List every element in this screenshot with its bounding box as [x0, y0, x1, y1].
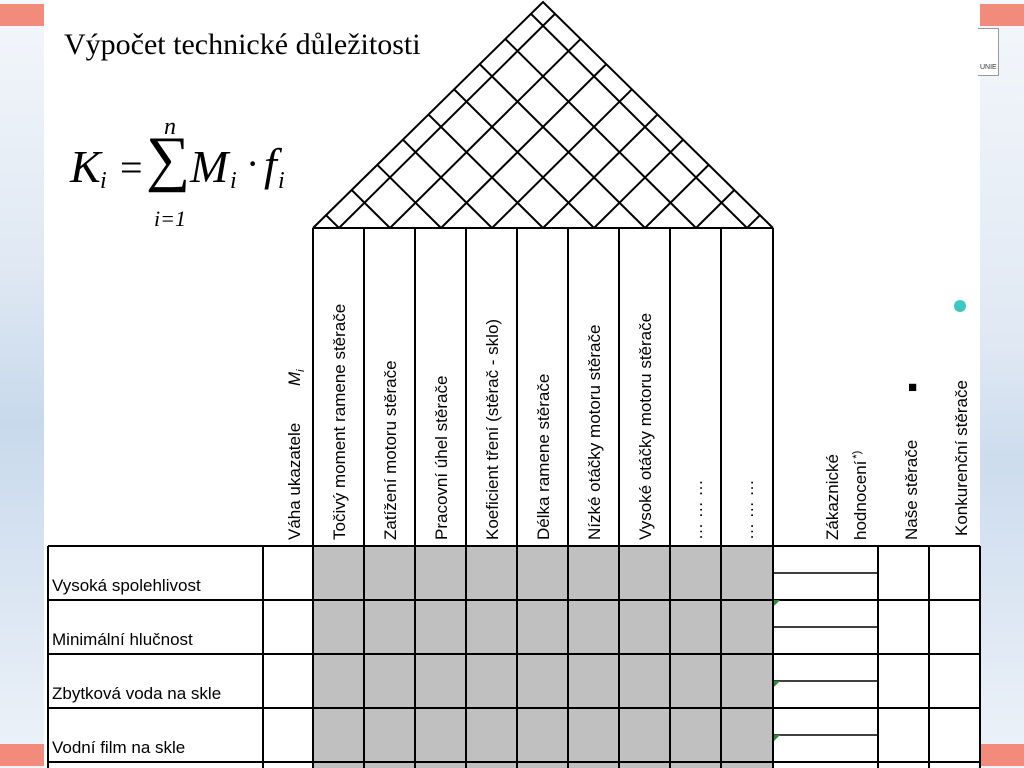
tech-column-label: Vysoké otáčky motoru stěrače — [636, 313, 655, 540]
formula-sigma: ∑ — [146, 125, 191, 193]
tech-column-label: Nízké otáčky motoru stěrače — [585, 325, 604, 540]
background-right — [978, 0, 1024, 768]
slide-title: Výpočet technické důležitosti — [64, 28, 421, 61]
accent-stripe-bottom-right — [980, 744, 1024, 766]
customer-eval-line2: hodnocení*) — [851, 451, 870, 540]
requirement-row-label: Vodní film na skle — [52, 738, 185, 757]
weight-header-symbol: Mi — [285, 369, 307, 386]
our-wipers-label: Naše stěrače — [902, 440, 921, 540]
requirement-row-label: Zbytková voda na skle — [52, 684, 221, 703]
tech-column-label: Pracovní úhel stěrače — [432, 376, 451, 540]
formula-upper-limit: n — [164, 114, 176, 140]
formula-lhs-subscript: i — [100, 168, 107, 194]
requirement-row-label: Vysoká spolehlivost — [52, 576, 201, 595]
green-tick-marks — [774, 600, 780, 741]
tech-column-label: … … … — [687, 480, 706, 540]
competitor-label: Konkurenční stěrače — [952, 380, 971, 536]
background-left — [0, 0, 48, 768]
customer-eval-line1: Zákaznické — [823, 454, 842, 540]
technical-header — [312, 227, 774, 546]
accent-stripe-top-left — [0, 4, 44, 26]
tech-column-label: Délka ramene stěrače — [534, 374, 553, 540]
formula-m-subscript: i — [230, 168, 237, 194]
formula-f: f — [264, 139, 277, 190]
accent-stripe-bottom-left — [0, 744, 44, 766]
tech-column-label: Zatížení motoru stěrače — [381, 360, 400, 540]
tech-column-label: Koeficient tření (stěrač - sklo) — [483, 319, 502, 540]
formula-lower-limit: i=1 — [154, 206, 186, 231]
tech-column-label: … … … — [738, 480, 757, 540]
formula-f-subscript: i — [278, 168, 285, 194]
tech-column-label: Točivý moment ramene stěrače — [330, 304, 349, 540]
formula-equals: = — [120, 145, 143, 190]
logo-icon — [978, 28, 999, 76]
our-wipers-marker: ■ — [904, 383, 921, 392]
logo-text: UNIE — [980, 64, 997, 71]
correlation-roof — [312, 0, 774, 229]
formula-lhs: K — [70, 141, 101, 192]
requirement-row-label: Minimální hlučnost — [52, 630, 193, 649]
requirements-table — [47, 545, 981, 768]
accent-stripe-top-right — [980, 4, 1024, 26]
weight-header-label: Váha ukazatele — [285, 423, 304, 540]
formula-dot: · — [246, 141, 260, 186]
competitor-marker-icon — [954, 300, 966, 312]
formula-m: M — [190, 141, 229, 192]
importance-formula: K i = n ∑ i=1 M i · f i — [70, 112, 300, 232]
relationship-matrix — [313, 546, 773, 768]
